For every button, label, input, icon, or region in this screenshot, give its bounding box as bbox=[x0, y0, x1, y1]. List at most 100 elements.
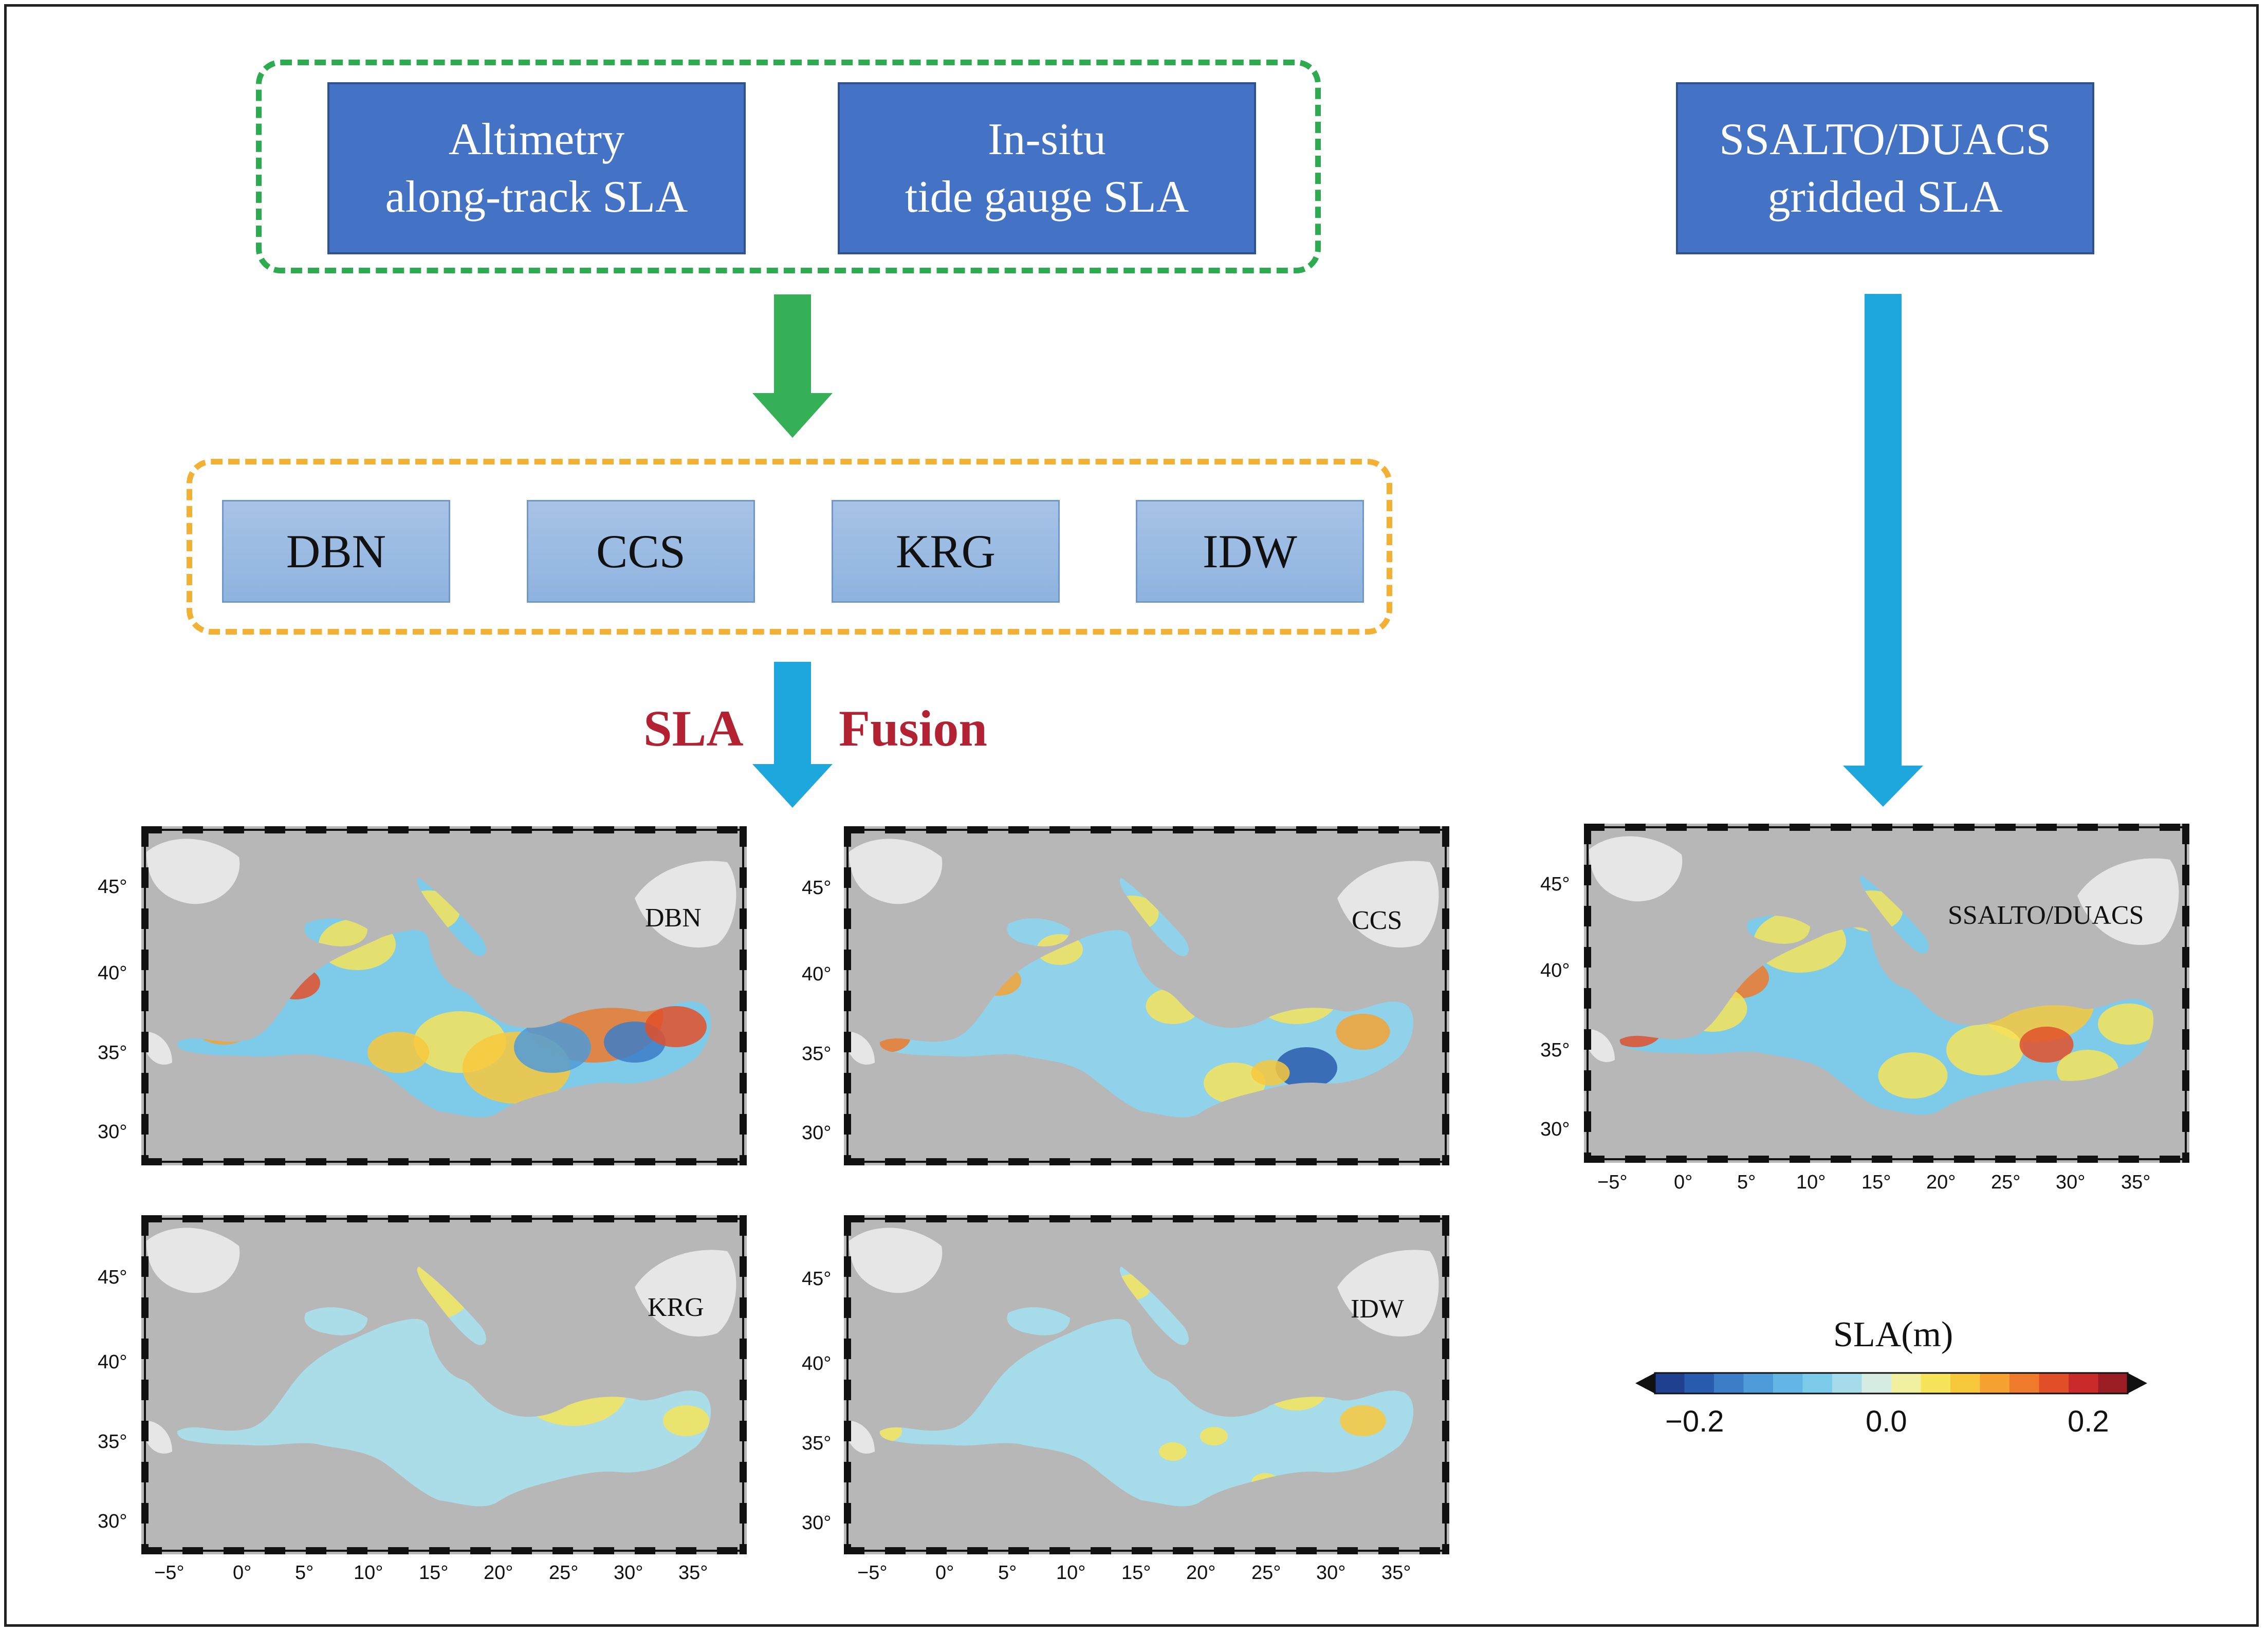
lat-tick-35: 35° bbox=[98, 1042, 127, 1064]
lat-tick-45: 45° bbox=[98, 1267, 127, 1288]
lon-tick-25: 25° bbox=[1991, 1172, 2021, 1193]
colorbar-tick-min: −0.2 bbox=[1665, 1405, 1724, 1438]
land-mass bbox=[2077, 858, 2179, 945]
sla-patch bbox=[1200, 1427, 1228, 1445]
sla-patch bbox=[367, 1032, 429, 1073]
colorbar-segment bbox=[1861, 1373, 1892, 1394]
fusion-label: Fusion bbox=[839, 700, 988, 757]
sla-patch bbox=[1946, 1024, 2023, 1075]
sla-patch bbox=[1251, 1060, 1290, 1086]
land-mass bbox=[146, 1228, 240, 1293]
map-krg-label: KRG bbox=[648, 1293, 704, 1322]
lat-tick-40: 40° bbox=[98, 1351, 127, 1373]
colorbar bbox=[1635, 1372, 2147, 1395]
lon-tick-10: 10° bbox=[1056, 1562, 1086, 1584]
method-dbn-box: DBN bbox=[222, 500, 450, 603]
land-mass bbox=[635, 861, 736, 947]
lon-tick-0: 0° bbox=[935, 1562, 954, 1584]
lon-tick-0: 0° bbox=[233, 1562, 252, 1584]
lon-tick-15: 15° bbox=[1861, 1172, 1891, 1193]
sla-patch bbox=[2098, 1004, 2154, 1045]
sla-patch bbox=[645, 1006, 707, 1047]
sla-patch bbox=[1878, 1052, 1948, 1099]
map-idw-label: IDW bbox=[1351, 1294, 1404, 1324]
lon-tick-m5: −5° bbox=[857, 1562, 888, 1584]
fusion-methods-group bbox=[187, 459, 1392, 635]
colorbar-segment bbox=[1950, 1373, 1980, 1394]
lon-tick-5: 5° bbox=[295, 1562, 314, 1584]
map-dbn bbox=[141, 826, 747, 1165]
tide-gauge-box: In-situ tide gauge SLA bbox=[838, 82, 1256, 254]
land-mass bbox=[635, 1250, 736, 1336]
colorbar-title: SLA(m) bbox=[1833, 1315, 1953, 1354]
lon-tick-20: 20° bbox=[1926, 1172, 1956, 1193]
lat-tick-30: 30° bbox=[802, 1122, 832, 1144]
sla-patch bbox=[663, 1405, 709, 1436]
lat-tick-45: 45° bbox=[802, 1268, 832, 1290]
land-mass bbox=[146, 1421, 172, 1454]
land-mass bbox=[1337, 1250, 1439, 1336]
land-mass bbox=[1589, 836, 1683, 902]
colorbar-segment bbox=[2039, 1373, 2069, 1394]
colorbar-segment bbox=[1655, 1373, 1685, 1394]
colorbar-segment bbox=[1832, 1373, 1862, 1394]
land-mass bbox=[849, 1032, 875, 1065]
sla-patch bbox=[514, 1021, 591, 1073]
colorbar-segment bbox=[1684, 1373, 1714, 1394]
land-mass bbox=[1337, 861, 1439, 947]
map-krg bbox=[141, 1215, 747, 1554]
lon-tick-15: 15° bbox=[1121, 1562, 1151, 1584]
colorbar-segment bbox=[2098, 1373, 2128, 1394]
colorbar-segment bbox=[1714, 1373, 1744, 1394]
colorbar-segment bbox=[1921, 1373, 1951, 1394]
lon-tick-20: 20° bbox=[484, 1562, 513, 1584]
lat-tick-40: 40° bbox=[802, 1353, 832, 1374]
lat-tick-45: 45° bbox=[802, 877, 832, 899]
method-idw-box: IDW bbox=[1136, 500, 1364, 603]
lat-tick-30: 30° bbox=[98, 1511, 127, 1532]
lon-tick-5: 5° bbox=[998, 1562, 1017, 1584]
gridded-sla-box: SSALTO/DUACS gridded SLA bbox=[1676, 82, 2094, 254]
lat-tick-30: 30° bbox=[1540, 1119, 1570, 1140]
input-data-group bbox=[256, 60, 1321, 273]
green-down-arrow bbox=[752, 294, 833, 438]
colorbar-segment bbox=[1891, 1373, 1921, 1394]
land-mass bbox=[146, 1032, 172, 1065]
colorbar-segment bbox=[2069, 1373, 2098, 1394]
land-mass bbox=[849, 1421, 875, 1454]
colorbar-segment bbox=[1743, 1373, 1774, 1394]
lon-tick-30: 30° bbox=[614, 1562, 643, 1584]
map-ssalto-label: SSALTO/DUACS bbox=[1948, 901, 2144, 930]
lat-tick-30: 30° bbox=[802, 1512, 832, 1534]
sla-label: SLA bbox=[643, 700, 744, 757]
lon-tick-20: 20° bbox=[1186, 1562, 1216, 1584]
lat-tick-30: 30° bbox=[98, 1121, 127, 1143]
colorbar-tick-zero: 0.0 bbox=[1866, 1405, 1907, 1438]
lon-tick-35: 35° bbox=[2121, 1172, 2151, 1193]
lon-tick-25: 25° bbox=[549, 1562, 579, 1584]
lon-tick-25: 25° bbox=[1251, 1562, 1281, 1584]
lat-tick-35: 35° bbox=[802, 1433, 832, 1454]
sla-patch bbox=[1340, 1405, 1386, 1436]
map-dbn-label: DBN bbox=[645, 903, 702, 933]
map-idw bbox=[844, 1215, 1449, 1554]
lat-tick-35: 35° bbox=[98, 1431, 127, 1453]
lat-tick-45: 45° bbox=[1540, 874, 1570, 895]
lon-tick-m5: −5° bbox=[154, 1562, 185, 1584]
altimetry-box: Altimetry along-track SLA bbox=[327, 82, 746, 254]
lon-tick-30: 30° bbox=[2056, 1172, 2086, 1193]
sla-patch bbox=[1204, 1063, 1265, 1104]
land-mass bbox=[1589, 1029, 1615, 1062]
lon-tick-10: 10° bbox=[1796, 1172, 1826, 1193]
colorbar-segment bbox=[1980, 1373, 2010, 1394]
lon-tick-10: 10° bbox=[354, 1562, 383, 1584]
lon-tick-35: 35° bbox=[678, 1562, 708, 1584]
lon-tick-0: 0° bbox=[1674, 1172, 1693, 1193]
colorbar-tick-max: 0.2 bbox=[2068, 1405, 2109, 1438]
blue-down-arrow-gridded bbox=[1843, 294, 1923, 807]
figure-frame bbox=[4, 4, 2259, 1627]
method-ccs-box: CCS bbox=[527, 500, 755, 603]
land-mass bbox=[146, 839, 240, 904]
lat-tick-45: 45° bbox=[98, 876, 127, 898]
